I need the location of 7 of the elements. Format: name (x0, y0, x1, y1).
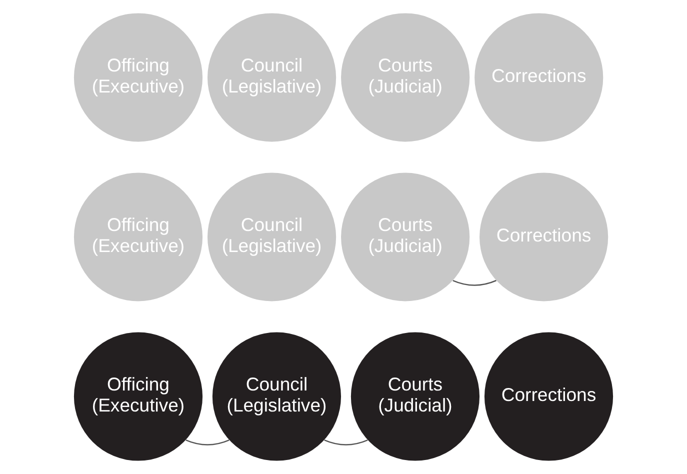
node-circle: Courts (Judicial) (350, 332, 480, 461)
connector (186, 439, 230, 446)
connector (324, 439, 368, 446)
node-circle: Corrections (484, 332, 614, 461)
connector (452, 280, 496, 286)
node-circle: Officing (Executive) (74, 332, 203, 461)
node-circle: Council (Legislative) (212, 332, 342, 461)
